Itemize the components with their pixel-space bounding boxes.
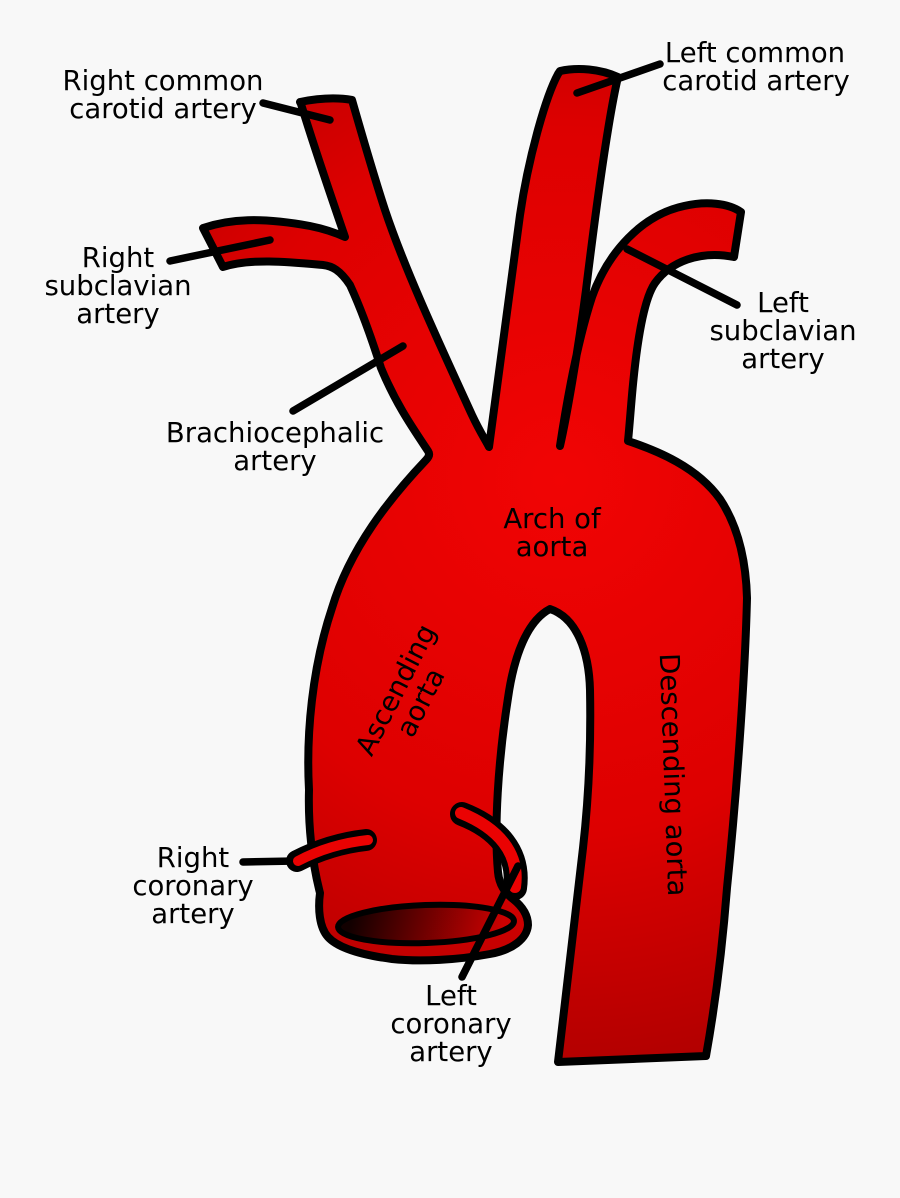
label-line: artery — [409, 1036, 492, 1068]
label-line: Left — [425, 980, 477, 1012]
leader-left-common-carotid — [573, 60, 664, 97]
label-line: carotid artery — [69, 93, 257, 125]
label-line: Right — [157, 842, 230, 874]
label-line: artery — [76, 298, 159, 330]
leader-left-subclavian — [623, 245, 741, 309]
leader-right-common-carotid — [259, 99, 334, 124]
label-right-common-carotid: Right common carotid artery — [63, 65, 264, 125]
label-left-subclavian: Left subclavian artery — [709, 287, 856, 375]
label-line: Left common — [665, 37, 845, 69]
aorta-shape — [199, 65, 751, 1066]
label-left-common-carotid: Left common carotid artery — [662, 37, 850, 97]
right-coronary-artery — [293, 835, 373, 866]
leader-left-coronary — [458, 862, 522, 981]
label-line: artery — [151, 898, 234, 930]
aortic-root-lumen — [335, 901, 517, 947]
label-line: artery — [233, 445, 316, 477]
leader-right-subclavian — [166, 236, 274, 265]
label-line: aorta — [516, 531, 589, 563]
label-line: Brachiocephalic — [166, 417, 384, 449]
label-line: Left — [757, 287, 809, 319]
label-brachiocephalic: Brachiocephalic artery — [166, 417, 384, 477]
label-line: subclavian — [709, 315, 856, 347]
label-right-subclavian: Right subclavian artery — [44, 242, 191, 330]
label-left-coronary: Left coronary artery — [390, 980, 511, 1068]
label-line: Right — [82, 242, 155, 274]
label-line: artery — [741, 343, 824, 375]
label-line: Right common — [63, 65, 264, 97]
label-line: coronary — [132, 870, 253, 902]
leader-brachiocephalic — [289, 342, 407, 415]
label-line: Arch of — [503, 503, 602, 535]
label-line: subclavian — [44, 270, 191, 302]
label-arch-of-aorta: Arch of aorta — [503, 503, 602, 563]
label-line: coronary — [390, 1008, 511, 1040]
label-line: carotid artery — [662, 65, 850, 97]
label-right-coronary: Right coronary artery — [132, 842, 253, 930]
